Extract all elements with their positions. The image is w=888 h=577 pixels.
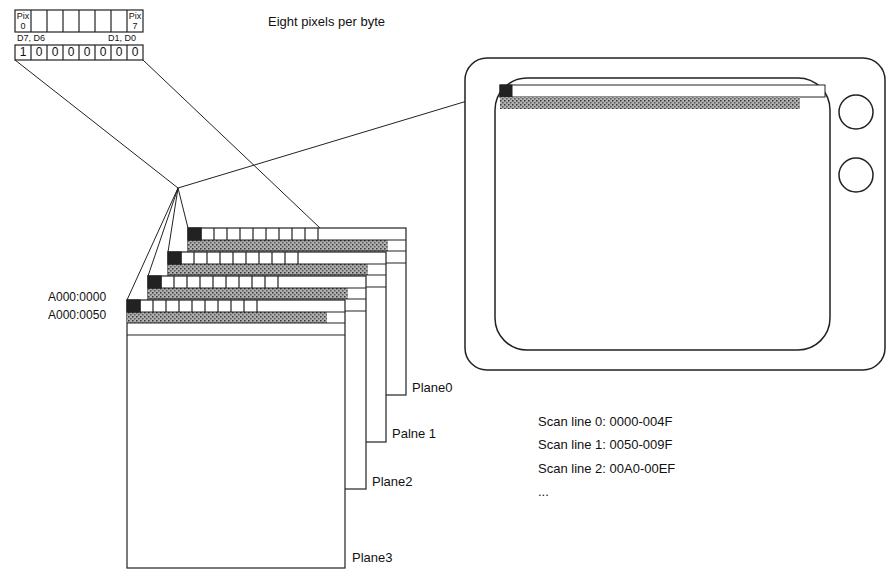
monitor bbox=[465, 58, 885, 370]
scan-line-note: ... bbox=[538, 484, 549, 500]
plane-label: Plane3 bbox=[352, 550, 392, 565]
bit-byte bbox=[15, 45, 143, 60]
bit-label: D7, D6 bbox=[17, 33, 45, 44]
bit-value: 1 bbox=[15, 45, 31, 60]
plane-label: Plane0 bbox=[412, 380, 452, 395]
address-label: A000:0050 bbox=[48, 308, 106, 322]
plane-label: Plane2 bbox=[372, 474, 412, 489]
address-label: A000:0000 bbox=[48, 290, 106, 304]
pixel-byte bbox=[15, 10, 143, 32]
bit-value: 0 bbox=[47, 45, 63, 60]
bit-value: 0 bbox=[127, 45, 143, 60]
bit-value: 0 bbox=[31, 45, 47, 60]
pixel-label: Pix 0 bbox=[15, 11, 31, 31]
bit-value: 0 bbox=[79, 45, 95, 60]
bit-label: D1, D0 bbox=[108, 33, 136, 44]
scan-line-note: Scan line 1: 0050-009F bbox=[538, 437, 672, 453]
scan-line-note: Scan line 0: 0000-004F bbox=[538, 414, 672, 430]
memory-plane bbox=[127, 300, 345, 568]
pixel-label: Pix 7 bbox=[127, 11, 143, 31]
bit-value: 0 bbox=[63, 45, 79, 60]
scan-line-note: Scan line 2: 00A0-00EF bbox=[538, 461, 675, 477]
bit-value: 0 bbox=[95, 45, 111, 60]
leader-lines bbox=[15, 60, 497, 300]
plane-label: Palne 1 bbox=[392, 426, 436, 441]
bit-value: 0 bbox=[111, 45, 127, 60]
caption-note: Eight pixels per byte bbox=[268, 14, 385, 30]
